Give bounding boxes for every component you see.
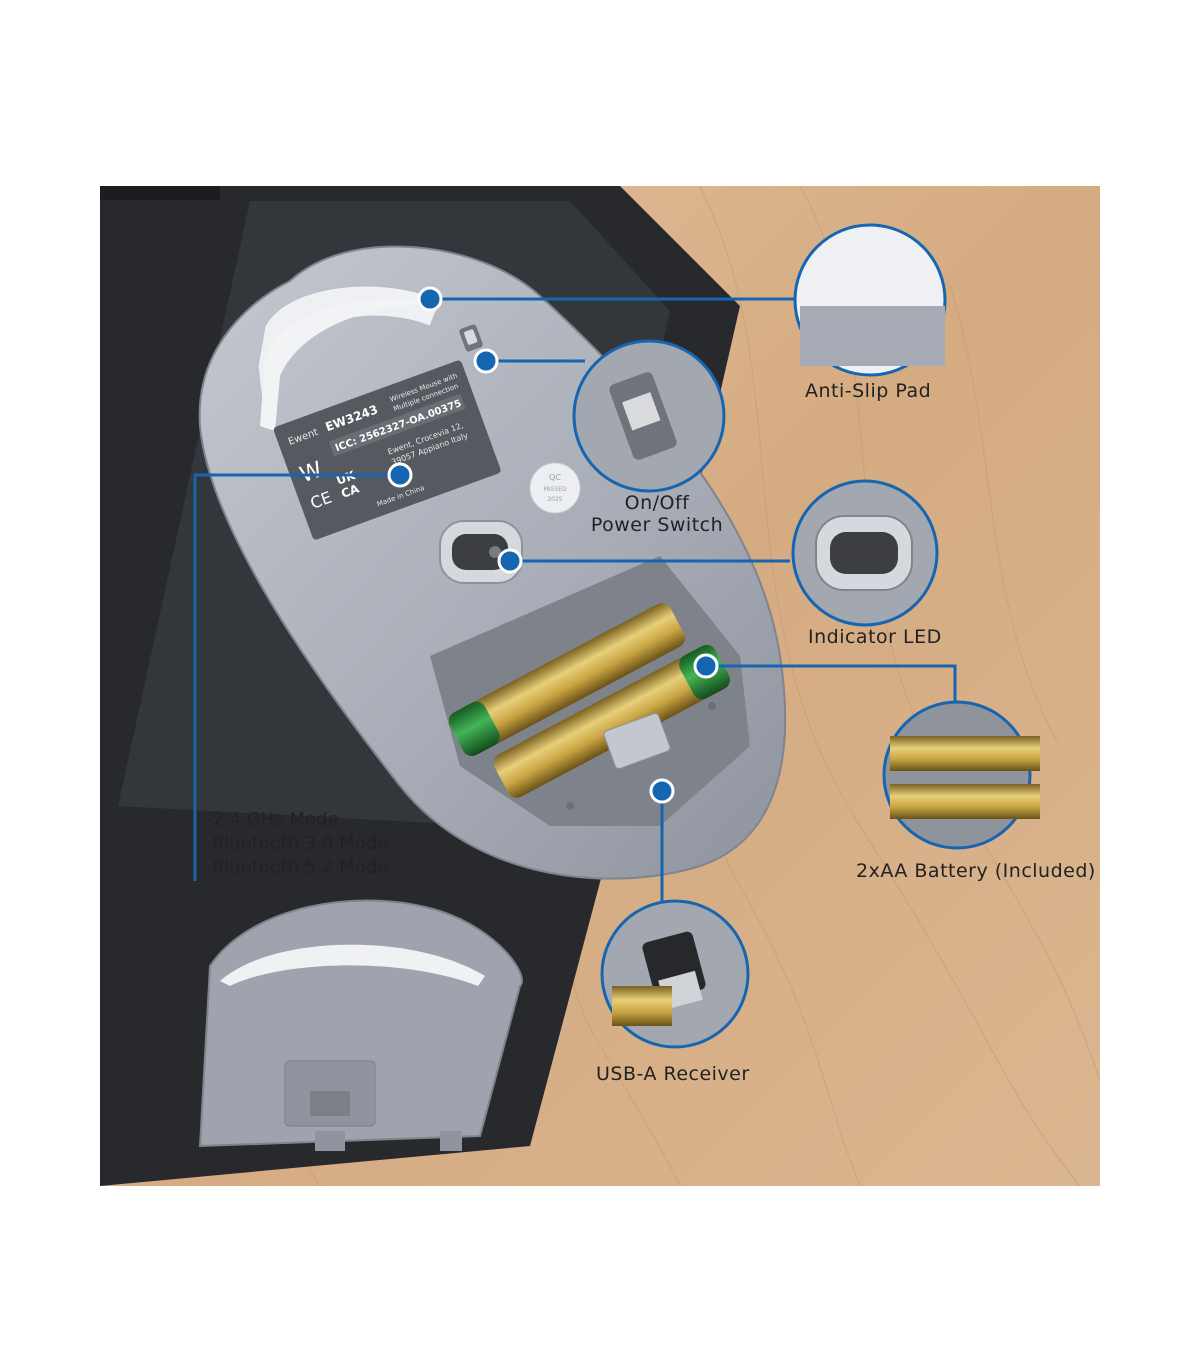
product-photo: Ewent EW3243 Wireless Mouse with Multipl… [100,186,1100,1186]
svg-text:QC: QC [549,473,561,482]
zoom-power-switch [572,339,726,493]
callout-indicator-led: Indicator LED [808,626,942,648]
callout-usb-receiver: USB-A Receiver [596,1063,750,1085]
callout-power-switch: On/Off Power Switch [584,492,730,536]
svg-text:UK: UK [334,468,357,488]
svg-text:PASSED: PASSED [543,486,567,493]
zoom-anti-slip-pad [793,223,947,377]
zoom-usb-receiver [600,899,750,1049]
callout-anti-slip-pad: Anti-Slip Pad [805,380,932,402]
zoom-battery [882,700,1040,850]
mode-2-4ghz: -2.4 GHz Mode [206,809,339,830]
svg-text:2025: 2025 [547,496,562,503]
zoom-indicator-led [791,479,939,627]
svg-text:CA: CA [339,481,361,501]
battery-cover [198,899,523,1151]
callout-lines [193,297,957,906]
callout-power-switch-line2: Power Switch [590,514,724,536]
connection-modes-list: -2.4 GHz Mode -Bluetooth 3.0 Mode -Bluet… [206,808,388,880]
callout-power-switch-line1: On/Off [624,492,690,514]
mode-bluetooth-3-0: -Bluetooth 3.0 Mode [206,833,389,854]
mouse-bottom: Ewent EW3243 Wireless Mouse with Multipl… [198,245,787,880]
callout-battery: 2xAA Battery (Included) [856,860,1096,882]
mode-bluetooth-5-2: -Bluetooth 5.2 Mode [206,857,389,878]
